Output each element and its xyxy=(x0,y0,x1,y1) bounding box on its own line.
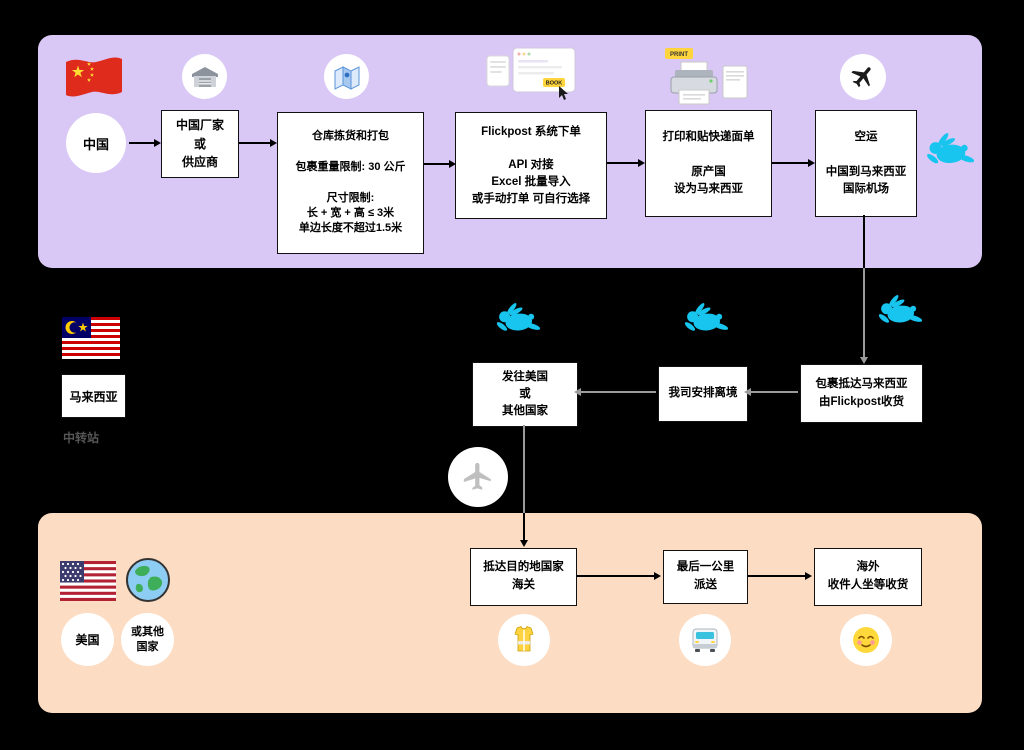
malaysia-country-node: 马来西亚 xyxy=(61,374,126,418)
rabbit-icon xyxy=(682,300,729,337)
malaysia-country-label: 马来西亚 xyxy=(69,389,118,404)
arrival-label: 包裹抵达马来西亚 由Flickpost收货 xyxy=(815,377,908,408)
package-map-icon xyxy=(333,64,361,90)
warehouse-icon-circle xyxy=(182,54,227,99)
flow-arrow xyxy=(239,142,271,144)
airplane-transfer-icon xyxy=(461,460,495,494)
malaysia-flag-icon xyxy=(62,317,120,359)
flow-arrow xyxy=(523,513,525,541)
flickpost-node: Flickpost 系统下单 API 对接 Excel 批量导入 或手动打单 可… xyxy=(455,112,607,219)
us-flag-icon xyxy=(60,561,116,601)
air-freight-node: 空运 中国到马来西亚 国际机场 xyxy=(815,110,917,217)
departure-node: 我司安排离境 xyxy=(658,366,748,422)
receiver-label: 海外 收件人坐等收货 xyxy=(827,561,909,591)
flow-arrow xyxy=(607,162,639,164)
supplier-label: 中国厂家 或 供应商 xyxy=(175,118,224,170)
arrival-node: 包裹抵达马来西亚 由Flickpost收货 xyxy=(800,364,923,423)
flow-arrow xyxy=(129,142,155,144)
printer-illustration: PRINT xyxy=(665,48,749,110)
overseas-band xyxy=(38,513,982,713)
delivery-truck-icon xyxy=(690,626,720,654)
map-package-icon-circle xyxy=(324,54,369,99)
print-tag: PRINT xyxy=(670,52,688,58)
airplane-icon xyxy=(849,63,877,91)
cursor-icon xyxy=(559,86,568,100)
smiley-icon-circle xyxy=(840,614,892,666)
receiver-node: 海外 收件人坐等收货 xyxy=(814,548,922,606)
rabbit-icon xyxy=(924,130,975,170)
smiley-face-icon xyxy=(850,624,882,656)
rabbit-icon xyxy=(876,292,923,329)
departure-label: 我司安排离境 xyxy=(668,387,738,400)
china-flag-icon xyxy=(64,54,124,100)
transit-hub-label: 中转站 xyxy=(63,431,100,445)
flow-arrow xyxy=(577,575,655,577)
flow-arrow xyxy=(863,215,865,268)
flow-arrow xyxy=(424,163,450,165)
flow-arrow xyxy=(748,575,806,577)
flow-arrow xyxy=(750,391,798,393)
safety-vest-icon xyxy=(509,625,539,655)
flickpost-label: Flickpost 系统下单 API 对接 Excel 批量导入 或手动打单 可… xyxy=(471,125,591,205)
rabbit-icon xyxy=(494,300,541,337)
forward-label: 发往美国 或 其他国家 xyxy=(502,370,548,418)
customs-label: 抵达目的地国家 海关 xyxy=(483,561,564,591)
china-country-label: 中国 xyxy=(82,136,109,152)
last-mile-label: 最后一公里 派送 xyxy=(676,561,735,591)
warehouse-icon xyxy=(191,65,219,89)
flow-arrow xyxy=(580,391,656,393)
warehouse-node: 仓库拣货和打包 包裹重量限制: 30 公斤 尺寸限制: 长 + 宽 + 高 ≤ … xyxy=(277,112,424,254)
vest-icon-circle xyxy=(498,614,550,666)
supplier-node: 中国厂家 或 供应商 xyxy=(161,110,239,178)
flow-arrow xyxy=(772,162,809,164)
usa-country-label: 美国 xyxy=(75,633,100,647)
print-node: 打印和贴快递面单 原产国 设为马来西亚 xyxy=(645,110,772,217)
print-label: 打印和贴快递面单 原产国 设为马来西亚 xyxy=(662,131,755,195)
other-country-label: 或其他 国家 xyxy=(131,625,164,653)
flow-arrow xyxy=(863,268,865,358)
last-mile-node: 最后一公里 派送 xyxy=(663,550,748,604)
air-freight-label: 空运 中国到马来西亚 国际机场 xyxy=(825,131,907,195)
forward-node: 发往美国 或 其他国家 xyxy=(472,362,578,427)
usa-country-circle: 美国 xyxy=(61,613,114,666)
china-country-circle: 中国 xyxy=(66,113,126,173)
globe-icon xyxy=(125,557,171,603)
customs-node: 抵达目的地国家 海关 xyxy=(470,548,577,606)
airplane-icon-circle xyxy=(840,54,886,100)
flow-arrow xyxy=(523,425,525,513)
transfer-airplane-circle xyxy=(448,447,508,507)
other-country-circle: 或其他 国家 xyxy=(121,613,174,666)
truck-icon-circle xyxy=(679,614,731,666)
book-button: BOOK xyxy=(546,81,563,87)
warehouse-label: 仓库拣货和打包 包裹重量限制: 30 公斤 尺寸限制: 长 + 宽 + 高 ≤ … xyxy=(295,130,406,235)
flickpost-illustration: BOOK xyxy=(485,46,581,110)
